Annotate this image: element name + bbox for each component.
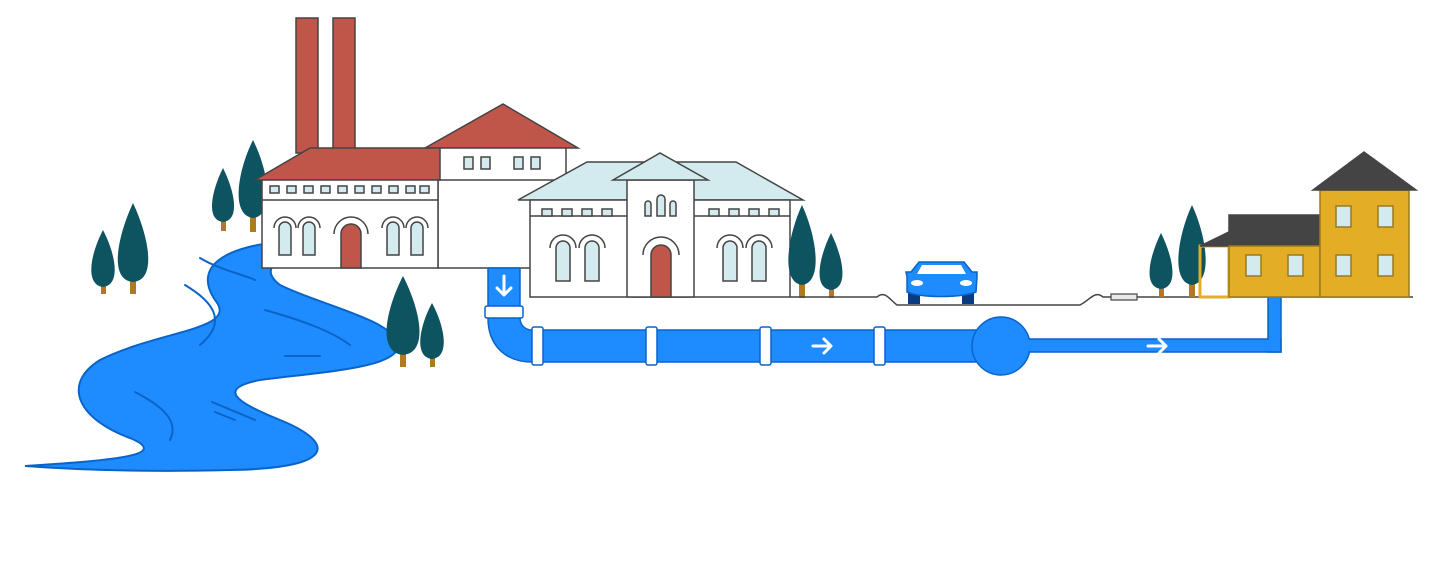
chimney [295, 17, 319, 154]
tree [238, 140, 268, 232]
car [905, 261, 978, 304]
tree [819, 233, 843, 298]
tree [788, 205, 816, 298]
tree [1149, 233, 1173, 297]
river-ripples [134, 257, 351, 441]
arrow-right-icon [1146, 337, 1168, 355]
tree [1178, 205, 1206, 297]
tree [211, 168, 235, 231]
tree [117, 203, 149, 294]
manhole-cover [1110, 293, 1138, 301]
tree [420, 303, 444, 367]
treatment-plant [517, 152, 806, 298]
tree [386, 276, 420, 367]
tree [91, 230, 115, 294]
pipe-coupling [484, 305, 886, 366]
ground-line [790, 293, 1413, 306]
house [1198, 151, 1419, 299]
arrow-right-icon [811, 337, 833, 355]
river [24, 239, 400, 472]
arrow-down-icon [495, 274, 513, 297]
chimney [332, 17, 356, 154]
